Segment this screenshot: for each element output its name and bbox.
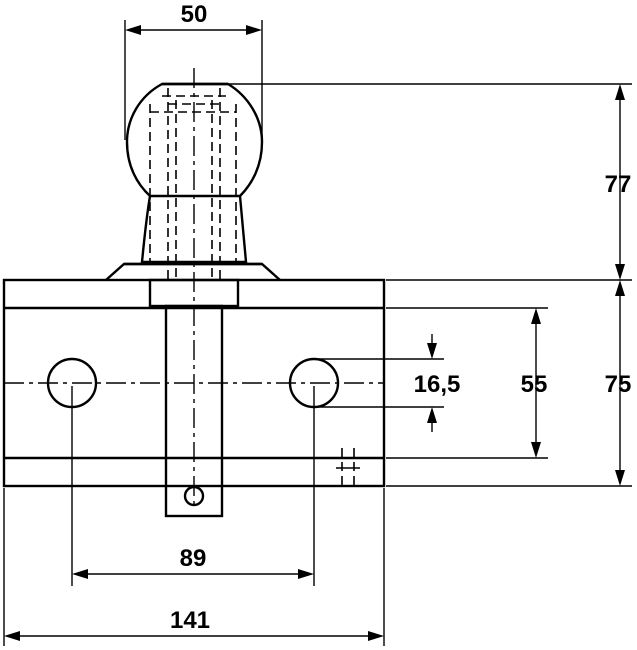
dimension-hole-diameter: 16,5 bbox=[316, 334, 460, 432]
dim-label-block-height: 75 bbox=[605, 371, 632, 398]
dim-label-ball-diameter: 50 bbox=[181, 1, 208, 28]
pin-shaft bbox=[164, 304, 224, 518]
dim-label-horizontal-spacing: 89 bbox=[180, 545, 207, 572]
dim-label-block-width: 141 bbox=[170, 607, 210, 634]
dimension-ball-height: 77 bbox=[228, 83, 632, 281]
dim-label-ball-height: 77 bbox=[605, 171, 632, 198]
pin-cross-hole bbox=[183, 485, 205, 507]
dimension-block-width: 141 bbox=[3, 488, 385, 646]
dimension-block-height: 75 bbox=[386, 280, 632, 487]
dimension-ball-diameter: 50 bbox=[124, 1, 263, 140]
ball-neck bbox=[140, 195, 248, 264]
mounting-block bbox=[2, 278, 386, 518]
tow-ball bbox=[105, 68, 281, 510]
dimension-vertical-spacing: 55 bbox=[386, 307, 548, 459]
dimension-horizontal-spacing: 89 bbox=[71, 386, 315, 586]
ball-flange bbox=[105, 262, 281, 281]
dim-label-vertical-spacing: 55 bbox=[521, 371, 548, 398]
dim-label-hole-diameter: 16,5 bbox=[414, 371, 461, 398]
